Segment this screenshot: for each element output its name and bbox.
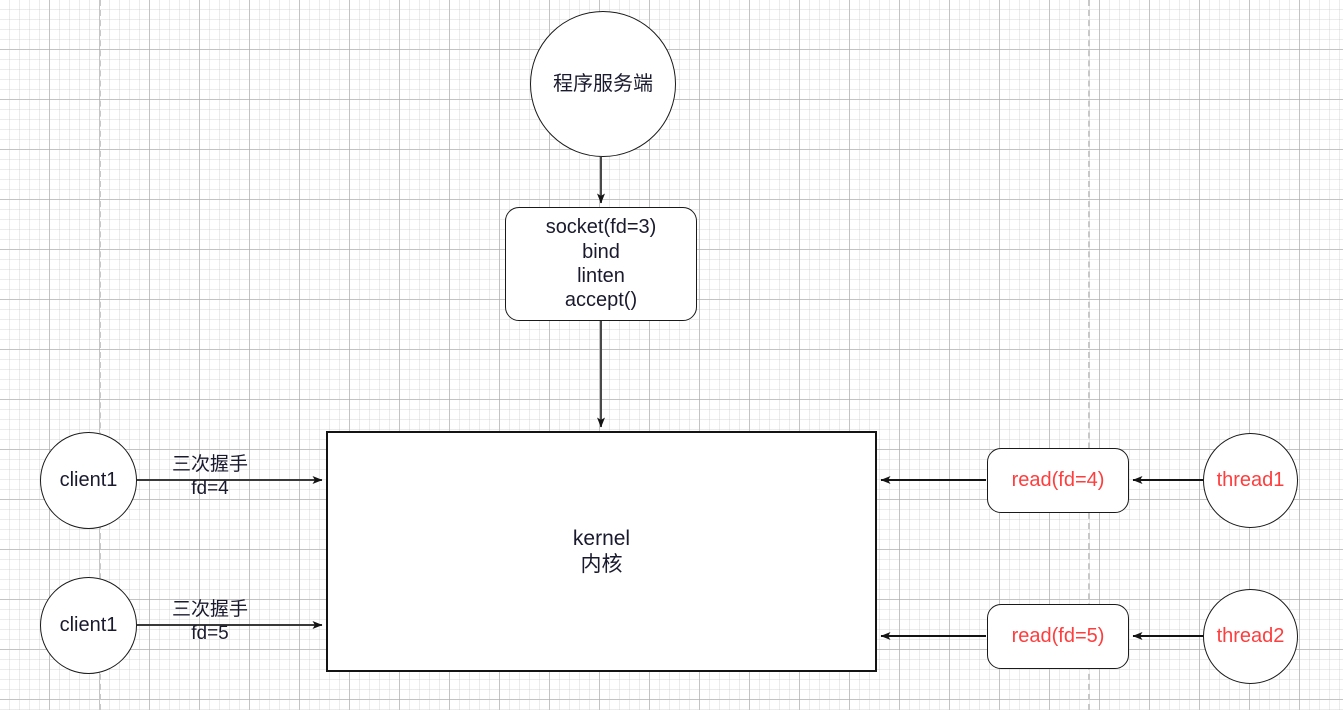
guide-line-right: [1088, 0, 1090, 710]
socket-line-4: accept(): [564, 289, 638, 312]
client-2-label: client1: [59, 614, 118, 637]
thread-1-label: thread1: [1216, 469, 1285, 492]
node-thread-2[interactable]: thread2: [1203, 589, 1298, 684]
node-client-2[interactable]: client1: [40, 577, 137, 674]
edge-label-client-1-line2: fd=4: [191, 478, 229, 499]
node-read-fd5[interactable]: read(fd=5): [987, 604, 1129, 669]
read-fd5-label: read(fd=5): [1011, 625, 1105, 648]
socket-line-2: bind: [582, 240, 620, 263]
kernel-label-en: kernel: [572, 526, 631, 550]
client-1-label: client1: [59, 469, 118, 492]
socket-line-3: linten: [577, 265, 625, 287]
node-server-circle[interactable]: 程序服务端: [530, 11, 676, 157]
kernel-label-zh: 内核: [580, 552, 623, 576]
node-read-fd4[interactable]: read(fd=4): [987, 448, 1129, 513]
edge-label-client-2-line1: 三次握手: [171, 599, 248, 621]
edge-label-client-2: 三次握手 fd=5: [150, 597, 270, 647]
read-fd4-label: read(fd=4): [1011, 469, 1105, 492]
thread-2-label: thread2: [1216, 625, 1285, 648]
edge-label-client-1: 三次握手 fd=4: [150, 452, 270, 502]
guide-line-left: [99, 0, 101, 710]
node-client-1[interactable]: client1: [40, 432, 137, 529]
node-thread-1[interactable]: thread1: [1203, 433, 1298, 528]
edge-label-client-2-line2: fd=5: [191, 623, 229, 644]
node-socket-box[interactable]: socket(fd=3) bind linten accept(): [505, 207, 697, 321]
socket-line-1: socket(fd=3): [545, 216, 657, 239]
edge-label-client-1-line1: 三次握手: [171, 454, 248, 476]
node-kernel-box[interactable]: kernel 内核: [326, 431, 877, 672]
server-circle-label: 程序服务端: [553, 72, 653, 95]
